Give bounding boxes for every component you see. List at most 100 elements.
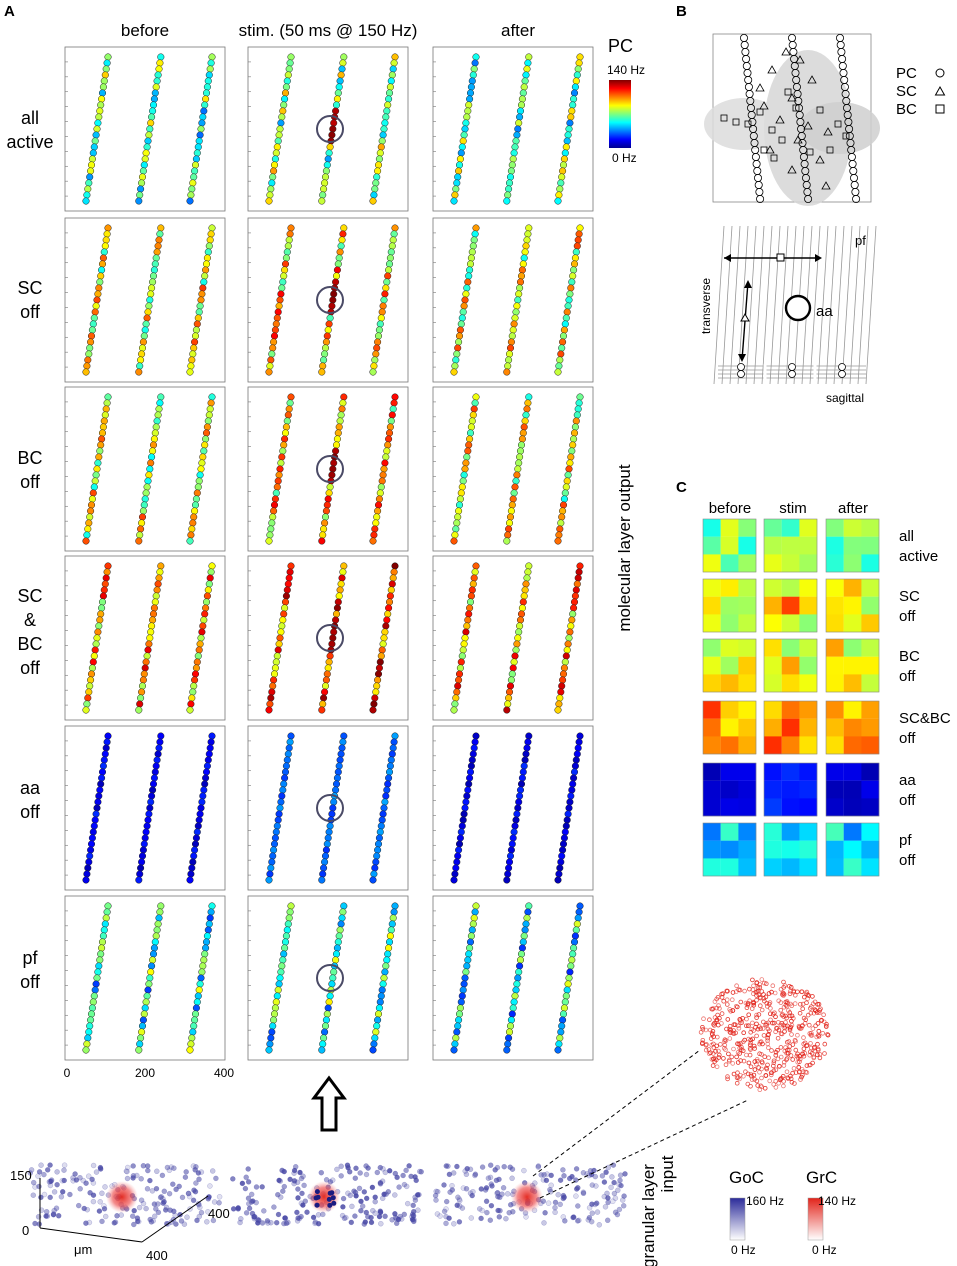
pc-cell [470,65,478,73]
pc-cell [373,682,381,690]
heatmap-cell [764,763,782,781]
heatmap-row-label: off [899,668,916,685]
scatter-plot [247,46,409,212]
pc-cell [102,574,110,582]
pc-cell [334,89,342,97]
pc-cell [153,417,161,425]
goc-cell [168,1164,175,1170]
goc-cell [413,1177,419,1184]
pc-cell [137,525,145,533]
pc-cell [456,834,464,842]
pc-cell [517,780,526,788]
pc-cell [571,932,579,940]
pc-cell [186,537,194,545]
goc-cell [310,1214,317,1221]
grc-cell [751,1043,757,1049]
heatmap-cell [861,639,880,657]
pc-cell [571,592,579,600]
goc-cell [488,1202,495,1209]
pc-cell [330,459,338,467]
goc-cell [151,1201,158,1207]
pc-cell [101,71,109,79]
pc-cell [389,744,397,752]
pc-cell [145,471,153,479]
heatmap-cell [738,579,757,597]
grc-cell [727,1057,732,1063]
pc-cell [191,846,199,854]
transverse-label: transverse [699,278,713,334]
heatmap-cell [720,596,739,615]
goc-cell [72,1171,78,1177]
grc-cell [787,1013,793,1018]
goc-cell [443,1206,449,1212]
grc-cell [775,1056,781,1062]
goc-cell [38,1194,44,1201]
pc-cell [271,664,279,672]
c-col-before: before [709,500,752,517]
grc-cell [807,1031,813,1036]
pc-cell [187,531,195,539]
pc-cell [376,149,384,157]
pc-cell [98,429,107,437]
pc-cell [188,185,196,193]
pc-cell [370,531,378,539]
pc-cell [87,161,96,169]
pc-cell [566,290,574,298]
goc-cell [330,1177,336,1183]
pc-cell [90,822,98,830]
pc-cell [516,278,525,286]
pc-cell [87,338,95,346]
heatmap-cell [738,823,757,841]
pc-cell [472,224,480,232]
pc-cell [383,616,391,624]
pc-cell [95,284,103,292]
panel-b: PC SC BC pf aa transvers [699,33,946,405]
pc-marker [804,194,813,203]
pc-cell [87,676,95,684]
goc-cell [242,1185,249,1192]
goc-cell [441,1182,447,1188]
pc-cell [387,248,395,256]
goc-cell [500,1185,507,1191]
grc-cell [814,1052,820,1057]
goc-cell [361,1189,367,1195]
pc-cell [150,774,158,782]
pc-cell [95,113,103,121]
pc-cell [505,858,514,866]
heatmap-cell [781,639,800,657]
pc-cell [277,119,285,127]
goc-cell [561,1194,567,1201]
pc-cell [104,562,112,570]
heatmap-cell [826,656,844,675]
goc-cell [51,1189,58,1195]
pc-cell [194,314,202,322]
goc-cell [479,1164,486,1170]
pc-cell [559,501,568,509]
pc-cell [566,798,574,806]
goc-cell [377,1209,384,1216]
scatter-plot [64,386,226,552]
grc-cell [731,1071,737,1077]
grc-cell [810,994,815,999]
grc-cell [744,1016,749,1022]
pc-cell [514,465,522,473]
pc-cell [287,732,295,740]
heatmap-cell [861,858,880,877]
goc-cell [195,1200,202,1207]
pc-cell [141,664,149,672]
pc-cell [382,284,390,292]
grc-cell [723,1062,729,1067]
pc-cell [324,495,332,503]
grc-cell [744,1052,749,1058]
pc-cell [567,622,575,630]
pc-cell [372,350,380,358]
goc-cell [601,1179,608,1185]
pc-cell [451,700,459,708]
grc-cell [743,1069,748,1074]
pc-cell [192,1004,200,1012]
pc-cell [380,974,388,982]
heatmap-cell [799,701,818,719]
pc-cell [87,1010,96,1018]
pc-cell [518,774,526,782]
pc-cell [188,694,196,702]
